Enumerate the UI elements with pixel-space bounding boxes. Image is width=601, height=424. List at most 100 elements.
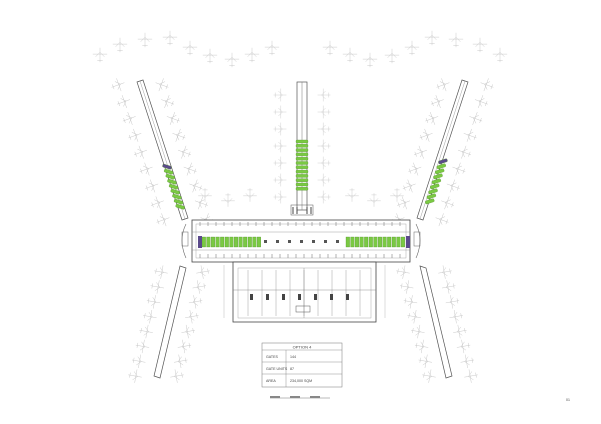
aircraft-stand-icon	[464, 369, 478, 383]
aircraft-stand-icon	[173, 354, 188, 369]
aircraft-stand-icon	[150, 280, 165, 294]
aircraft-stand-icon	[397, 196, 411, 210]
aircraft-stand-icon	[172, 128, 186, 142]
aircraft-stand-icon	[362, 52, 378, 68]
aircraft-stand-icon	[170, 369, 184, 383]
aircraft-stand-icon	[202, 48, 218, 64]
aircraft-stand-icon	[435, 213, 449, 227]
aircraft-stand-icon	[418, 354, 433, 369]
aircraft-stand-icon	[161, 95, 175, 109]
aircraft-stand-icon	[166, 111, 180, 125]
aircraft-stand-icon	[445, 295, 460, 309]
legend-row-label: AREA	[266, 379, 276, 383]
aircraft-stand-icon	[414, 145, 427, 159]
aircraft-stand-icon	[407, 309, 421, 324]
aircraft-stand-icon	[156, 213, 170, 227]
aircraft-stand-icon	[438, 265, 452, 279]
legend-title: OPTION 4	[293, 345, 312, 350]
south-east-pier	[419, 265, 453, 379]
legend-row-value: 234,000 SQM	[290, 379, 312, 383]
aircraft-stand-icon	[414, 339, 429, 354]
main-terminal	[181, 219, 421, 263]
aircraft-stand-icon	[137, 32, 153, 48]
aircraft-stand-icon	[424, 30, 440, 46]
aircraft-stand-icon	[128, 128, 142, 142]
aircraft-stand-icon	[145, 179, 159, 193]
aircraft-stand-icon	[177, 339, 192, 354]
south-west-pier	[153, 265, 187, 379]
aircraft-stand-icon	[122, 111, 136, 125]
aircraft-stand-icon	[155, 78, 169, 92]
aircraft-stand-icon	[480, 78, 494, 92]
aircraft-stand-icon	[243, 188, 257, 202]
legend-table: OPTION 4 GATES 144 GATE UNITS 87 AREA 23…	[261, 342, 343, 388]
aircraft-stand-icon	[453, 324, 467, 339]
aircraft-stand-icon	[111, 78, 125, 92]
aircraft-stand-icon	[403, 295, 418, 309]
aircraft-stand-icon	[411, 324, 425, 339]
aircraft-stand-icon	[135, 339, 150, 354]
aircraft-stand-icon	[198, 188, 212, 202]
north-west-green-gates	[162, 163, 185, 210]
aircraft-stand-icon	[419, 128, 433, 142]
aircraft-stand-icon	[273, 173, 287, 187]
aircraft-stand-icon	[425, 111, 439, 125]
aircraft-stand-icon	[430, 95, 444, 109]
sheet-number: 01	[566, 398, 570, 402]
aircraft-stand-icon	[146, 295, 161, 309]
aircraft-stand-icon	[185, 309, 199, 324]
aircraft-stand-icon	[384, 48, 400, 64]
legend-row-value: 87	[290, 367, 294, 371]
aircraft-stand-icon	[317, 122, 331, 136]
aircraft-stand-icon	[264, 40, 280, 56]
aircraft-stand-icon	[139, 162, 153, 176]
aircraft-stand-icon	[196, 265, 210, 279]
aircraft-stand-icon	[441, 196, 455, 210]
aircraft-stand-icon	[317, 173, 331, 187]
aircraft-stand-icon	[460, 354, 475, 369]
aircraft-stand-icon	[112, 37, 128, 53]
aircraft-stand-icon	[273, 105, 287, 119]
aircraft-stand-icon	[448, 32, 464, 48]
aircraft-stand-icon	[183, 162, 197, 176]
aircraft-stand-icon	[128, 369, 142, 383]
landside-building	[223, 261, 386, 323]
aircraft-stand-icon	[422, 369, 436, 383]
aircraft-stand-icon	[456, 339, 471, 354]
aircraft-stand-icon	[342, 47, 358, 63]
aircraft-stand-icon	[244, 47, 260, 63]
aircraft-stand-icon	[182, 40, 198, 56]
legend-row-label: GATE UNITS	[266, 367, 288, 371]
aircraft-stand-icon	[404, 40, 420, 56]
aircraft-stand-icon	[317, 190, 331, 204]
aircraft-stand-icon	[224, 52, 240, 68]
aircraft-stand-icon	[273, 156, 287, 170]
aircraft-stand-icon	[345, 188, 359, 202]
aircraft-stand-icon	[367, 193, 381, 207]
north-east-pier	[416, 79, 469, 221]
aircraft-stand-icon	[273, 122, 287, 136]
aircraft-stand-icon	[463, 128, 477, 142]
aircraft-stand-icon	[317, 88, 331, 102]
aircraft-stand-icon	[192, 280, 207, 294]
aircraft-stand-icon	[273, 88, 287, 102]
aircraft-stand-icon	[399, 280, 414, 294]
terminal-green-gates	[198, 236, 410, 248]
aircraft-stand-icon	[317, 139, 331, 153]
central-pier	[290, 81, 314, 216]
aircraft-stand-icon	[452, 162, 466, 176]
aircraft-stand-icon	[181, 324, 195, 339]
aircraft-stand-icon	[117, 95, 131, 109]
aircraft-stand-icon	[449, 309, 463, 324]
aircraft-stand-icon	[446, 179, 460, 193]
aircraft-stand-icon	[162, 30, 178, 46]
north-west-pier	[136, 79, 189, 221]
aircraft-stand-icon	[194, 196, 208, 210]
aircraft-stand-icon	[317, 156, 331, 170]
aircraft-stand-icon	[178, 145, 191, 159]
aircraft-stand-icon	[273, 190, 287, 204]
aircraft-stand-icon	[472, 37, 488, 53]
aircraft-stand-icon	[134, 145, 147, 159]
scale-bar	[270, 396, 330, 399]
